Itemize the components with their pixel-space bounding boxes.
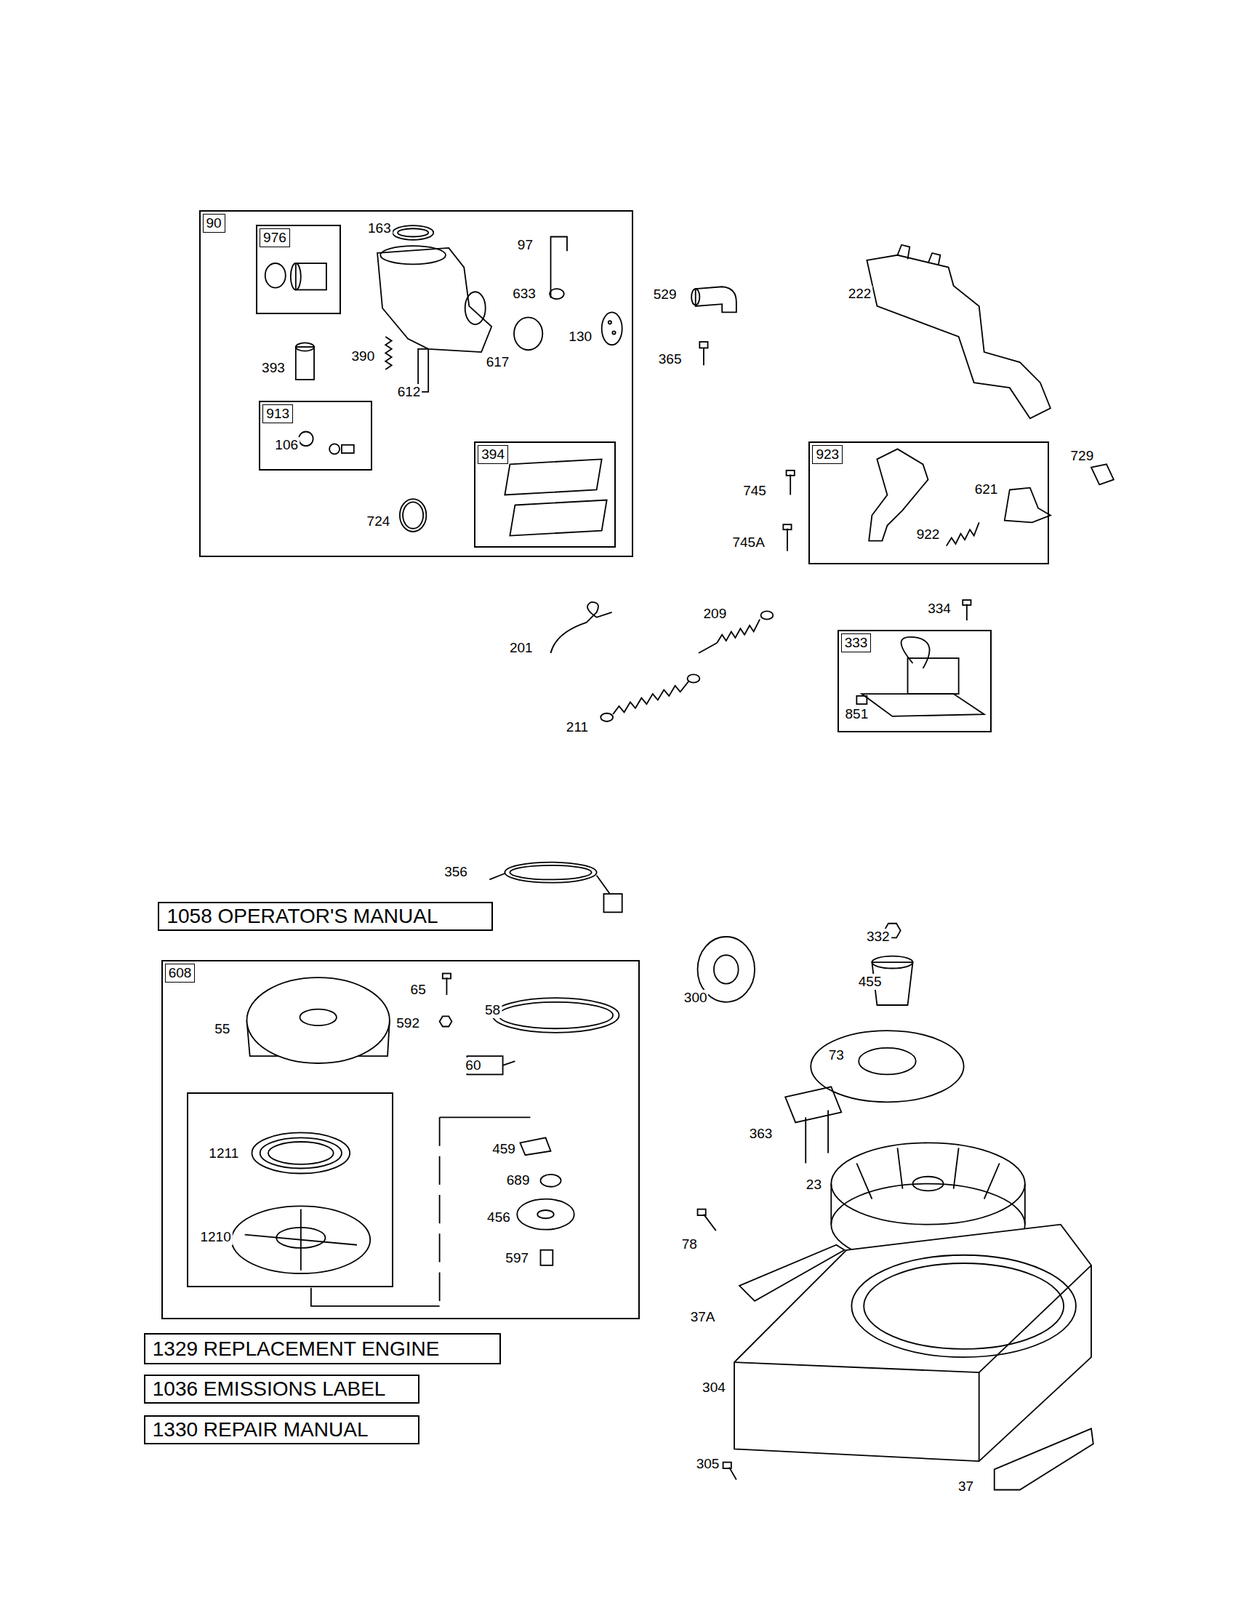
callout-number: 729 <box>1069 447 1096 464</box>
callout-number: 356 <box>442 863 469 880</box>
group-box: 976 <box>255 224 341 315</box>
group-number: 976 <box>259 228 291 248</box>
group-box: 394 <box>474 441 616 548</box>
callout-number: 78 <box>680 1235 699 1252</box>
callout-number: 300 <box>682 989 709 1006</box>
callout-number: 851 <box>844 705 871 722</box>
callout-number: 201 <box>508 639 535 656</box>
item-title: 1330 REPAIR MANUAL <box>152 1417 369 1441</box>
callout-number: 58 <box>483 1001 502 1018</box>
title-box: 1330 REPAIR MANUAL <box>143 1414 420 1445</box>
callout-number: 689 <box>505 1171 532 1188</box>
callout-number: 455 <box>857 973 884 990</box>
callout-number: 597 <box>503 1249 530 1266</box>
callout-number: 459 <box>490 1140 517 1157</box>
group-box: 608 1211 1210 <box>161 959 640 1319</box>
item-title: 1329 REPLACEMENT ENGINE <box>152 1336 440 1361</box>
callout-number: 106 <box>273 436 300 453</box>
group-box: 1211 1210 <box>186 1091 395 1287</box>
group-box: 913 <box>258 400 373 470</box>
title-box: 1058 OPERATOR'S MANUAL <box>157 901 493 931</box>
callout-number: 529 <box>652 286 679 303</box>
callout-number: 73 <box>827 1046 846 1063</box>
group-number: 90 <box>202 213 226 233</box>
callout-number: 633 <box>511 285 538 302</box>
group-number: 394 <box>477 444 509 464</box>
callout-number: 745 <box>741 482 768 499</box>
item-title: 1058 OPERATOR'S MANUAL <box>166 904 438 928</box>
callout-number: 332 <box>865 928 892 945</box>
callout-number: 456 <box>485 1209 512 1226</box>
callout-number: 37 <box>956 1478 975 1494</box>
callout-number: 1210 <box>198 1228 232 1245</box>
callout-number: 163 <box>366 220 393 237</box>
group-number: 608 <box>165 963 196 983</box>
callout-number: 60 <box>463 1057 483 1074</box>
group-number: 333 <box>841 633 872 653</box>
callout-number: 363 <box>748 1125 775 1142</box>
callout-number: 211 <box>564 719 590 736</box>
callout-number: 55 <box>213 1020 232 1037</box>
callout-number: 23 <box>804 1176 823 1193</box>
callout-number: 393 <box>260 359 287 376</box>
callout-number: 922 <box>915 526 942 543</box>
callout-number: 390 <box>350 348 377 365</box>
title-box: 1036 EMISSIONS LABEL <box>143 1374 420 1404</box>
item-title: 1036 EMISSIONS LABEL <box>152 1376 387 1401</box>
callout-number: 209 <box>702 605 729 622</box>
callout-number: 592 <box>394 1014 421 1031</box>
callout-number: 617 <box>484 354 512 371</box>
callout-number: 724 <box>365 513 392 530</box>
callout-number: 1211 <box>207 1145 240 1162</box>
callout-number: 612 <box>396 383 423 400</box>
callout-number: 65 <box>409 981 428 998</box>
callout-number: 37A <box>689 1308 717 1325</box>
callout-number: 621 <box>973 481 1000 498</box>
callout-number: 222 <box>846 285 874 302</box>
callout-number: 130 <box>567 328 594 345</box>
group-number: 923 <box>812 444 843 464</box>
callout-number: 304 <box>700 1379 728 1396</box>
group-box: 923 <box>808 441 1050 564</box>
group-number: 913 <box>262 404 293 424</box>
callout-number: 745A <box>730 534 766 551</box>
callout-number: 305 <box>695 1455 722 1472</box>
callout-number: 365 <box>657 351 684 368</box>
callout-number: 97 <box>516 237 535 253</box>
callout-number: 334 <box>926 600 953 617</box>
title-box: 1329 REPLACEMENT ENGINE <box>143 1332 501 1364</box>
